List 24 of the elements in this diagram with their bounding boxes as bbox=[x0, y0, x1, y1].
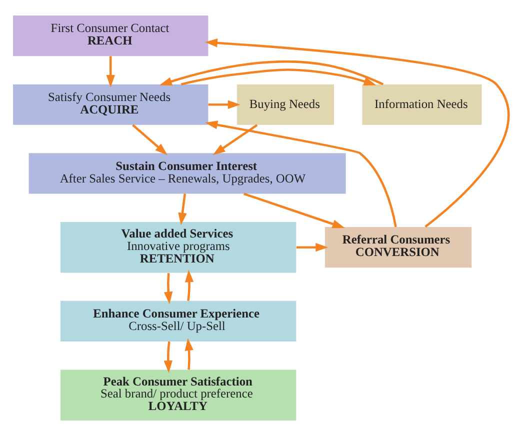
node-box: Information Needs bbox=[362, 84, 482, 125]
arrow bbox=[178, 194, 187, 226]
arrow bbox=[164, 341, 172, 373]
node-box: Satisfy Consumer Needs ACQUIRE bbox=[13, 84, 208, 125]
arrow bbox=[164, 273, 173, 304]
node-box: Buying Needs bbox=[236, 84, 334, 125]
arrow bbox=[205, 38, 510, 228]
arrow bbox=[212, 124, 258, 156]
arrow bbox=[159, 60, 384, 86]
node-box: Value added Services Innovative programs RETENTION bbox=[60, 222, 296, 273]
arrow bbox=[208, 100, 240, 109]
arrow bbox=[205, 120, 397, 228]
node-box: Sustain Consumer Interest After Sales Service – Renewals, Upgrades, OOW bbox=[28, 153, 346, 194]
arrow bbox=[132, 124, 168, 156]
node-box: First Consumer Contact REACH bbox=[13, 16, 208, 56]
arrow bbox=[184, 338, 194, 370]
arrow bbox=[184, 270, 194, 301]
arrow bbox=[106, 56, 115, 88]
arrow bbox=[243, 192, 345, 228]
arrow bbox=[296, 242, 328, 252]
arrow bbox=[180, 68, 376, 86]
node-box: Peak Consumer Satisfaction Seal brand/ product preference LOYALTY bbox=[60, 370, 296, 420]
node-box: Enhance Consumer Experience Cross-Sell/ Up-Sell bbox=[60, 300, 296, 342]
node-box: Referral Consumers CONVERSION bbox=[324, 227, 472, 268]
